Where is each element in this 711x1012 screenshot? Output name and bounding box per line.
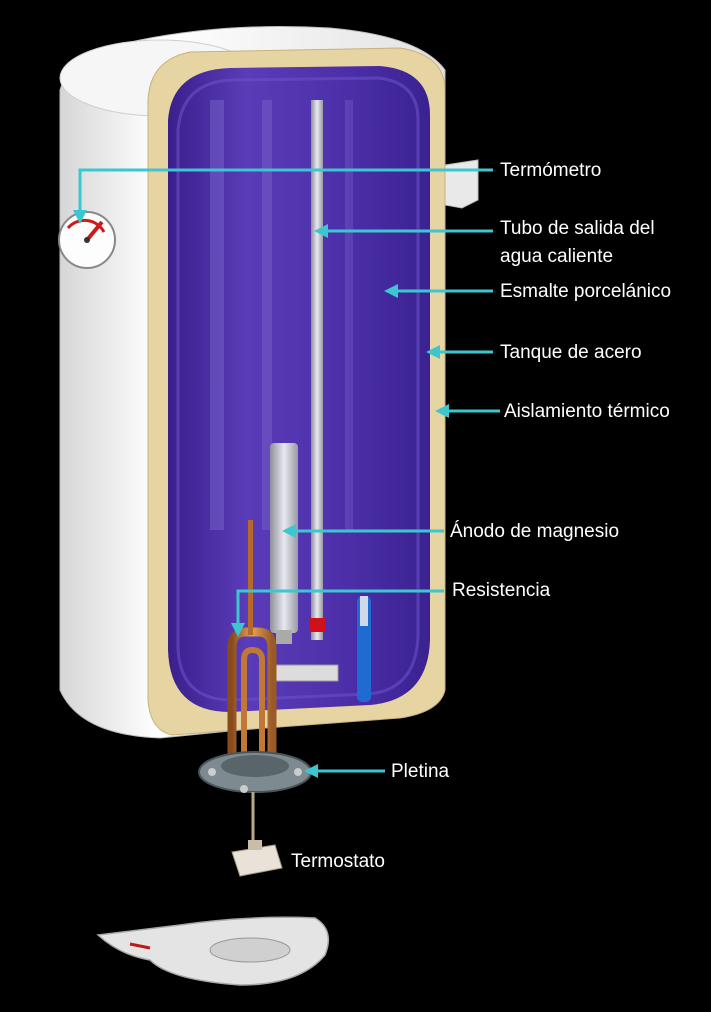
bottom-cover [98, 917, 328, 985]
flange-plate [199, 752, 311, 793]
label-esmalte: Esmalte porcelánico [500, 278, 671, 305]
label-pletina: Pletina [391, 758, 449, 785]
magnesium-anode [270, 443, 298, 633]
label-termostato: Termostato [291, 848, 385, 875]
thermometer-dial [59, 212, 115, 268]
label-resistencia: Resistencia [452, 577, 550, 604]
label-aislamiento: Aislamiento térmico [504, 398, 670, 425]
label-tubo-line2: agua caliente [500, 243, 613, 270]
side-bracket [445, 160, 478, 208]
inner-tank [168, 66, 430, 712]
label-anodo: Ánodo de magnesio [450, 518, 619, 545]
outlet-tube-tip [309, 618, 325, 632]
label-tubo-line1: Tubo de salida del [500, 215, 655, 242]
label-tanque: Tanque de acero [500, 339, 642, 366]
label-termometro: Termómetro [500, 157, 601, 184]
thermostat-body [232, 840, 282, 876]
outlet-tube [311, 100, 323, 640]
